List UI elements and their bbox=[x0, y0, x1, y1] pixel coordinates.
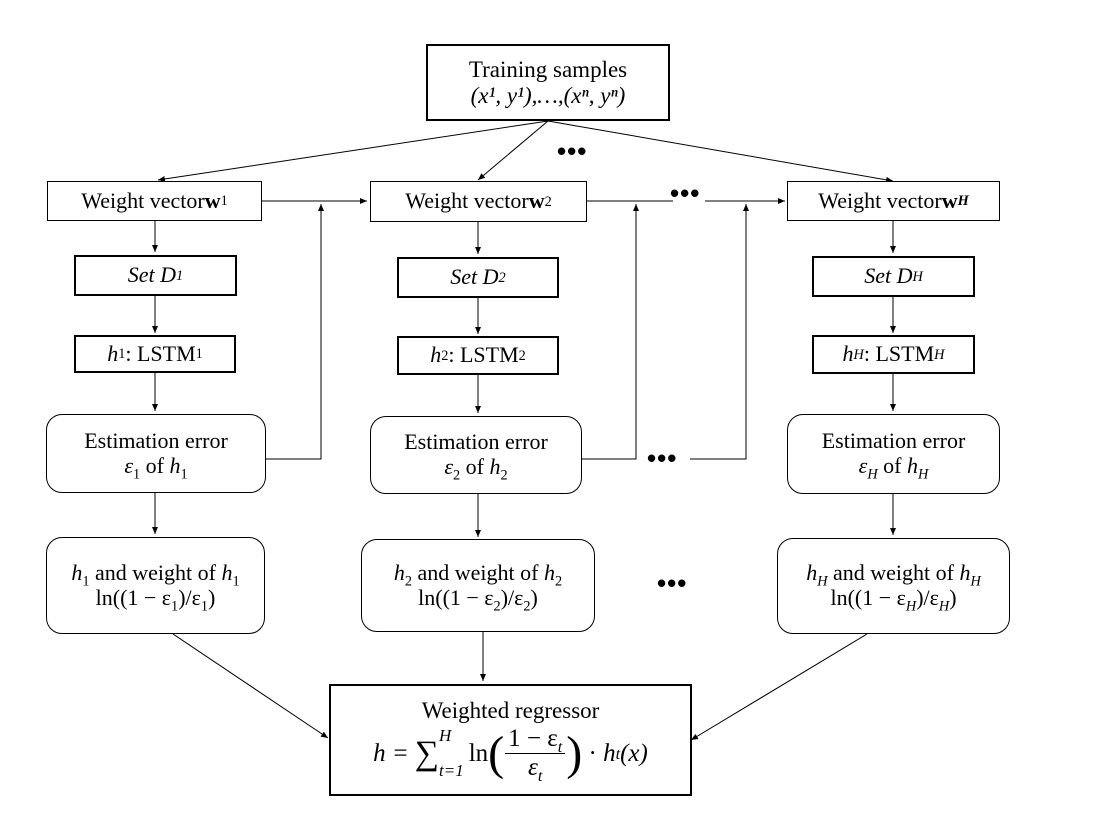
weight-of-h1: h1 and weight of h1 ln((1 − ε1)/ε1) bbox=[46, 537, 265, 634]
estimation-error-H: Estimation error εH of hH bbox=[787, 414, 1000, 494]
arrow-top-to-wH bbox=[547, 120, 894, 183]
estimation-error-1: Estimation error ε1 of h1 bbox=[46, 414, 266, 493]
estimation-error-2: Estimation error ε2 of h2 bbox=[370, 416, 582, 494]
ellipsis-weights: ••• bbox=[657, 568, 688, 598]
training-samples-box: Training samples (x¹, y¹),…,(xⁿ, yⁿ) bbox=[426, 44, 670, 121]
arrow-wt1-reg bbox=[172, 633, 329, 739]
arrow-top-to-w2 bbox=[477, 120, 549, 181]
weight-of-h2: h2 and weight of h2 ln((1 − ε2)/ε2) bbox=[361, 539, 595, 632]
ellipsis-top: ••• bbox=[557, 136, 588, 166]
weight-of-hH: hH and weight of hH ln((1 − εH)/εH) bbox=[777, 538, 1010, 634]
ellipsis-error: ••• bbox=[647, 443, 678, 473]
feedback-errH bbox=[690, 204, 749, 460]
regressor-title: Weighted regressor bbox=[421, 697, 600, 723]
arrow-top-to-w1 bbox=[157, 120, 549, 182]
arrow-wtH-reg bbox=[690, 633, 868, 741]
weighted-regressor-box: Weighted regressor h = ∑ H t=1 ln ( 1 − … bbox=[329, 684, 692, 796]
training-samples-label: Training samples bbox=[468, 56, 628, 82]
feedback-err1 bbox=[266, 204, 324, 460]
training-samples-pairs: (x¹, y¹),…,(xⁿ, yⁿ) bbox=[470, 82, 626, 108]
ellipsis-chain: ••• bbox=[670, 178, 701, 208]
feedback-err2 bbox=[582, 204, 639, 460]
